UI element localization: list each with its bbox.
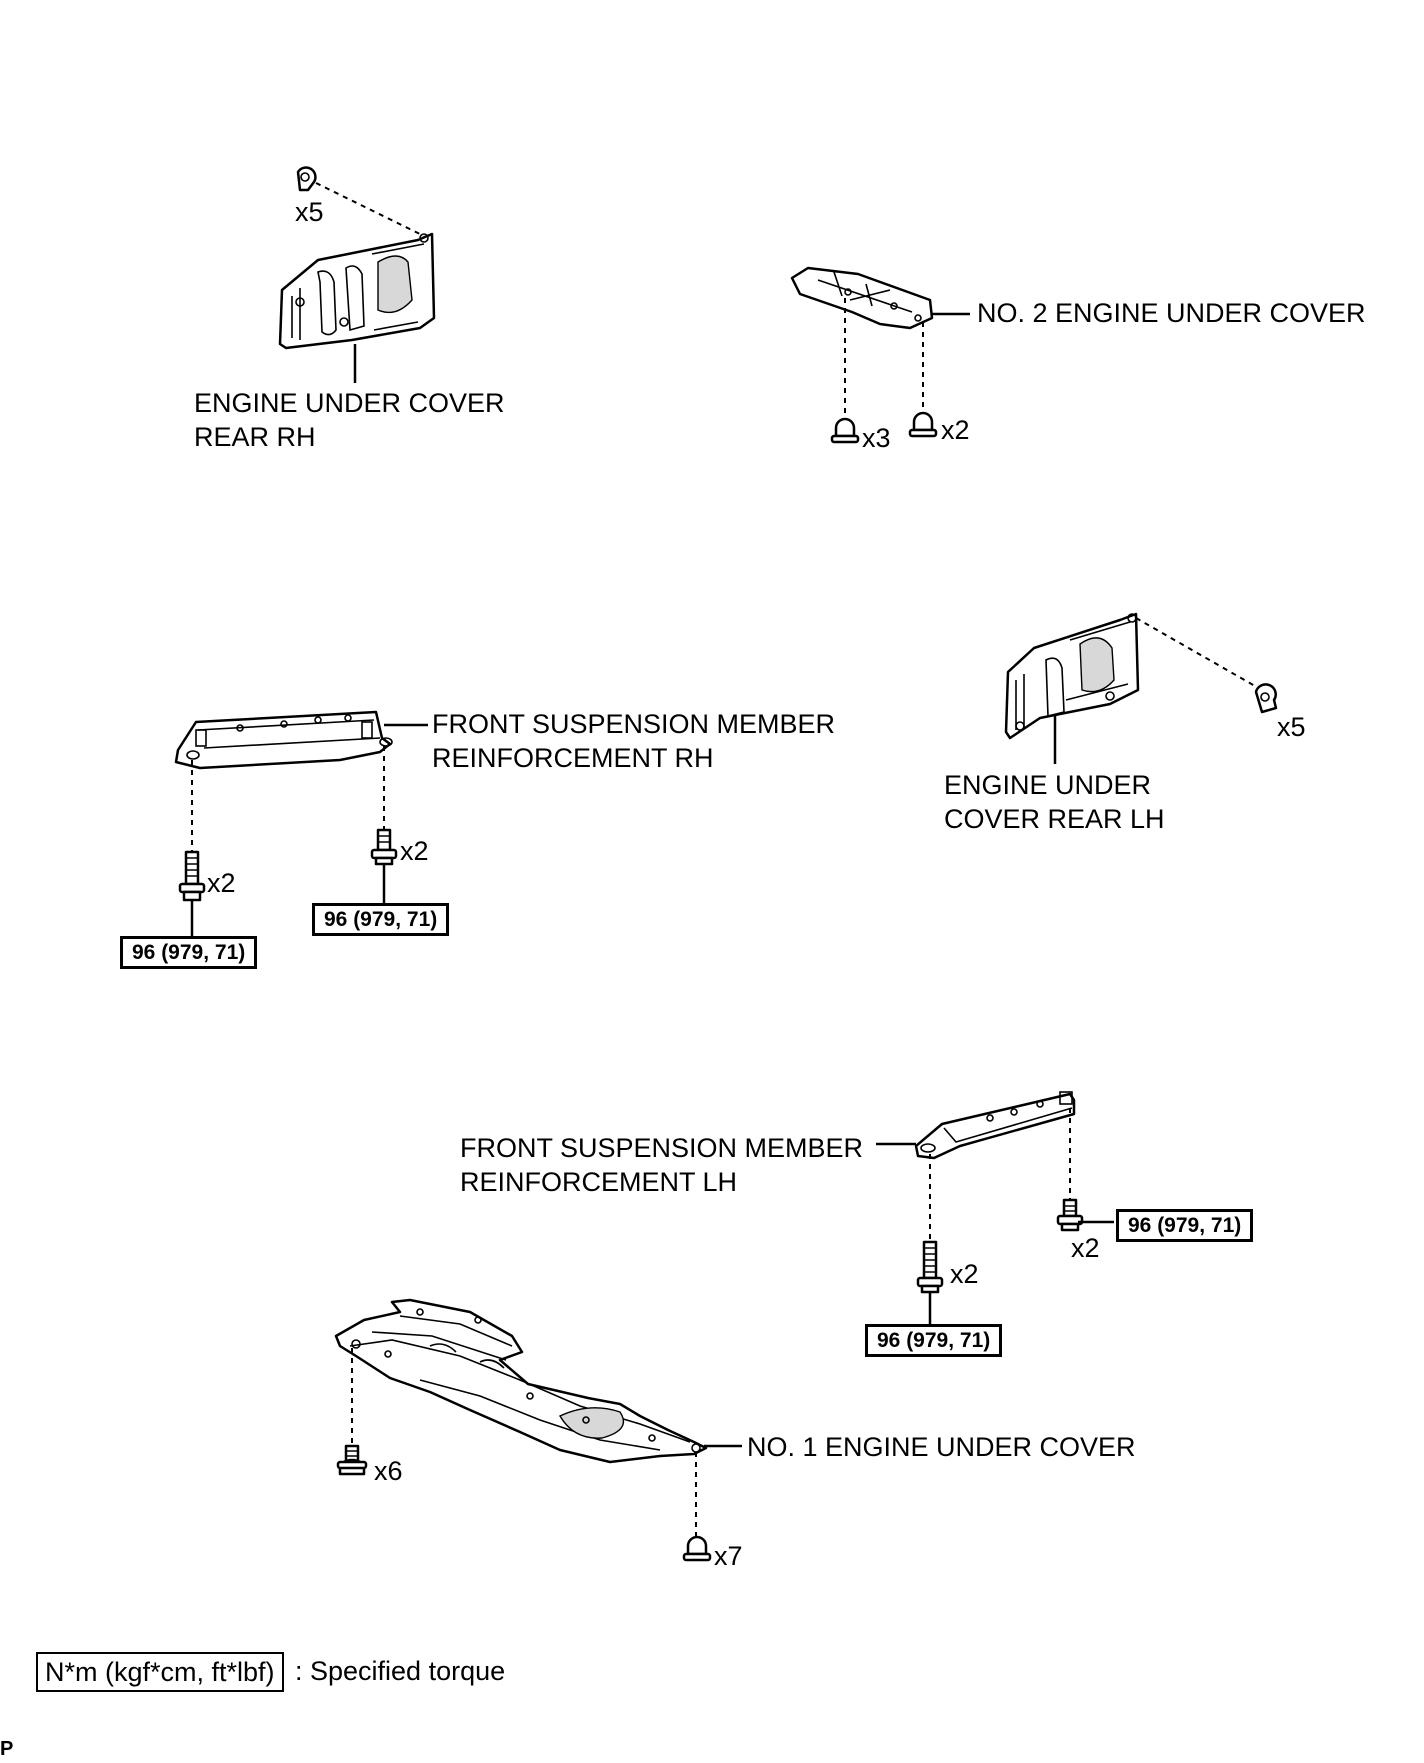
no1-right-count: x7 (714, 1541, 743, 1571)
fsm-rh-label-line2: REINFORCEMENT RH (432, 743, 714, 773)
engine-under-cover-rear-rh-part (278, 232, 436, 350)
no2-right-count: x2 (941, 415, 970, 445)
no1-left-count: x6 (374, 1456, 403, 1486)
fsm-lh-label-line1: FRONT SUSPENSION MEMBER (460, 1133, 864, 1163)
no1-left-bolt-icon (336, 1444, 368, 1476)
fsm-rh-right-torque-spec: 96 (979, 71) (312, 903, 450, 936)
rear-lh-clip-icon (1254, 683, 1278, 714)
fsm-lh-label-line2: REINFORCEMENT LH (460, 1167, 738, 1197)
fsm-rh-left-bolt-icon (178, 850, 206, 902)
rear-lh-clip-count: x5 (1277, 712, 1306, 742)
fsm-lh-right-bolt-icon (1056, 1198, 1084, 1232)
rear-rh-clip-path (315, 182, 425, 237)
legend-torque-unit-box: N*m (kgf*cm, ft*lbf) (36, 1652, 284, 1692)
no1-right-bolt-icon (682, 1535, 712, 1562)
fsm-rh-label-line1: FRONT SUSPENSION MEMBER (432, 709, 836, 739)
fsm-rh-left-torque-spec: 96 (979, 71) (120, 936, 258, 969)
no1-label: NO. 1 ENGINE UNDER COVER (747, 1432, 1136, 1462)
corner-mark: P (0, 1738, 14, 1760)
fsm-rh-right-count: x2 (400, 836, 429, 866)
rear-lh-clip-path (1135, 617, 1263, 691)
rear-rh-label-line2: REAR RH (194, 422, 316, 452)
no2-label: NO. 2 ENGINE UNDER COVER (977, 298, 1366, 328)
rear-lh-label-line1: ENGINE UNDER (944, 770, 1152, 800)
no2-right-bolt-icon (908, 411, 938, 438)
fsm-rh-left-count: x2 (207, 868, 236, 898)
rear-rh-clip-icon (296, 166, 317, 192)
no1-engine-under-cover-part (334, 1298, 708, 1464)
fsm-reinforcement-rh-part (174, 710, 393, 770)
fsm-lh-left-torque-spec: 96 (979, 71) (865, 1324, 1003, 1357)
rear-rh-clip-count: x5 (295, 197, 324, 227)
fsm-lh-right-count: x2 (1071, 1233, 1100, 1263)
engine-under-cover-rear-lh-part (1004, 612, 1140, 740)
fsm-reinforcement-lh-part (914, 1091, 1076, 1160)
rear-lh-label-line2: COVER REAR LH (944, 804, 1165, 834)
rear-rh-label-line1: ENGINE UNDER COVER (194, 388, 505, 418)
fsm-lh-right-torque-spec: 96 (979, 71) (1116, 1209, 1254, 1242)
fsm-lh-left-bolt-icon (916, 1240, 944, 1294)
fsm-lh-left-count: x2 (950, 1259, 979, 1289)
no2-left-count: x3 (862, 423, 891, 453)
no2-left-bolt-icon (830, 417, 860, 444)
legend-description: : Specified torque (295, 1656, 506, 1686)
no2-engine-under-cover-part (790, 266, 934, 330)
fsm-rh-right-bolt-icon (370, 828, 398, 866)
